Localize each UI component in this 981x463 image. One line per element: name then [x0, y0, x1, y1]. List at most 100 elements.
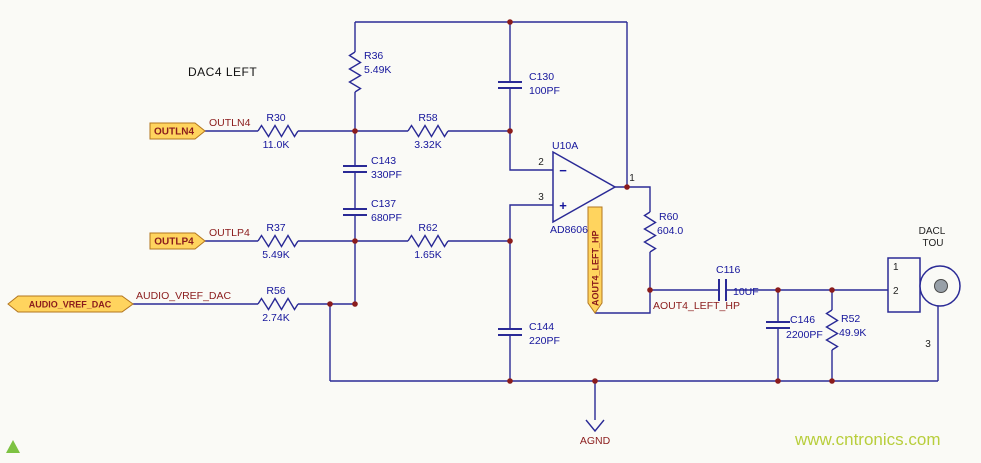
resistor-r37-symbol	[257, 234, 299, 248]
page-title: DAC4 LEFT	[188, 65, 257, 79]
connector-pin-dot	[934, 279, 948, 293]
junction-dots	[327, 19, 835, 384]
resistor-r58-symbol	[407, 124, 449, 138]
opamp-ref: U10A	[552, 140, 578, 152]
net-name-labels: OUTLN4 OUTLP4 AUDIO_VREF_DAC AOUT4_LEFT_…	[136, 117, 740, 447]
opamp-minus-sign: −	[559, 163, 567, 178]
opamp-u10a: − + U10A AD8606 2 3 1	[538, 140, 635, 236]
capacitor-c130-symbol	[498, 81, 522, 89]
capacitor-c137-value: 680PF	[371, 212, 402, 224]
junction-dot	[352, 301, 358, 307]
net-label-agnd: AGND	[580, 435, 611, 447]
resistor-r36-symbol	[348, 51, 362, 93]
opamp-triangle-symbol	[552, 150, 617, 224]
junction-dot	[507, 238, 513, 244]
wire-noninverting-input-c144	[509, 204, 553, 381]
opamp-pin2-number: 2	[538, 157, 544, 168]
junction-dot	[829, 287, 835, 293]
net-label-audio-vref-dac: AUDIO_VREF_DAC	[136, 290, 232, 302]
capacitor-c137-symbol	[343, 208, 367, 216]
wire-bottom-ground-rail	[330, 306, 939, 382]
junction-dot	[352, 128, 358, 134]
capacitor-c137-ref: C137	[371, 198, 396, 210]
watermark-text: www.cntronics.com	[794, 430, 940, 449]
connector-name-line1: DACL	[919, 226, 946, 237]
resistor-r62-value: 1.65K	[414, 249, 441, 261]
net-label-outln4: OUTLN4	[209, 117, 251, 129]
capacitor-c144-value: 220PF	[529, 335, 560, 347]
wire-agnd-drop	[585, 381, 605, 433]
capacitor-c144-ref: C144	[529, 321, 554, 333]
flag-outln4-label: OUTLN4	[154, 127, 194, 138]
resistor-r30-ref: R30	[266, 112, 285, 124]
connector-pin1-number: 1	[893, 262, 899, 273]
connector-dacl-jack: DACL TOU 1 2 3	[887, 226, 961, 350]
resistor-r60-ref: R60	[659, 211, 678, 223]
resistor-r58-value: 3.32K	[414, 139, 441, 151]
site-logo-mark	[6, 440, 20, 453]
resistor-r56-symbol	[257, 297, 299, 311]
resistor-r37-ref: R37	[266, 222, 285, 234]
capacitor-c146-symbol	[766, 321, 790, 329]
junction-dot	[507, 19, 513, 25]
capacitor-c143-value: 330PF	[371, 169, 402, 181]
junction-dot	[592, 378, 598, 384]
capacitor-c146-value: 2200PF	[786, 329, 823, 341]
junction-dot	[327, 301, 333, 307]
capacitor-c130-ref: C130	[529, 71, 554, 83]
capacitor-symbols	[343, 81, 790, 336]
resistor-r60-value: 604.0	[657, 225, 683, 237]
junction-dot	[829, 378, 835, 384]
wire-c130-to-inverting-input	[509, 22, 553, 171]
net-label-aout4-left-hp: AOUT4_LEFT_HP	[653, 300, 740, 312]
capacitor-c116-value: 10UF	[733, 286, 759, 298]
wire-vref-row	[133, 303, 355, 381]
junction-dot	[352, 238, 358, 244]
resistor-r62-symbol	[407, 234, 449, 248]
flag-aout4-left-hp-label: AOUT4_LEFT_HP	[591, 230, 601, 306]
opamp-part: AD8606	[550, 224, 588, 236]
junction-dot	[507, 378, 513, 384]
resistor-r36-value: 5.49K	[364, 64, 391, 76]
flag-audio-vref-dac-label: AUDIO_VREF_DAC	[29, 300, 112, 310]
junction-dot	[775, 287, 781, 293]
resistor-r52-symbol	[825, 309, 839, 351]
resistor-r56-value: 2.74K	[262, 312, 289, 324]
capacitor-c130-value: 100PF	[529, 85, 560, 97]
wire-opamp-output	[615, 22, 651, 290]
resistor-r30-value: 11.0K	[263, 139, 290, 151]
flag-outlp4-label: OUTLP4	[154, 237, 194, 248]
net-flags: OUTLN4 OUTLP4 AUDIO_VREF_DAC AOUT4_LEFT_…	[7, 122, 603, 314]
wire-output-to-connector	[595, 289, 888, 314]
resistor-r56-ref: R56	[266, 285, 285, 297]
flag-outln4	[149, 122, 206, 140]
connector-pin3-number: 3	[925, 339, 931, 350]
junction-dot	[507, 128, 513, 134]
junction-dot	[775, 378, 781, 384]
opamp-plus-sign: +	[559, 198, 567, 213]
capacitor-c146-ref: C146	[790, 314, 815, 326]
opamp-pin1-number: 1	[629, 173, 635, 184]
resistor-r62-ref: R62	[418, 222, 437, 234]
capacitor-c116-symbol	[718, 279, 727, 301]
wire-network	[133, 21, 939, 433]
resistor-r37-value: 5.49K	[262, 249, 289, 261]
flag-aout4-left-hp-vertical	[587, 206, 603, 314]
resistor-r30-symbol	[257, 124, 299, 138]
net-label-outlp4: OUTLP4	[209, 227, 250, 239]
capacitor-c143-ref: C143	[371, 155, 396, 167]
flag-audio-vref-dac	[7, 295, 134, 313]
capacitor-c144-symbol	[498, 328, 522, 336]
resistor-r36-ref: R36	[364, 50, 383, 62]
junction-dot	[647, 287, 653, 293]
resistor-r52-ref: R52	[841, 313, 860, 325]
capacitor-c143-symbol	[343, 165, 367, 173]
component-labels: R30 11.0K R36 5.49K R58 3.32K R37 5.49K …	[262, 50, 866, 347]
junction-dot	[624, 184, 630, 190]
connector-pin2-number: 2	[893, 286, 899, 297]
resistor-symbols	[257, 51, 839, 351]
flag-outlp4	[149, 232, 206, 250]
resistor-r52-value: 49.9K	[839, 327, 866, 339]
